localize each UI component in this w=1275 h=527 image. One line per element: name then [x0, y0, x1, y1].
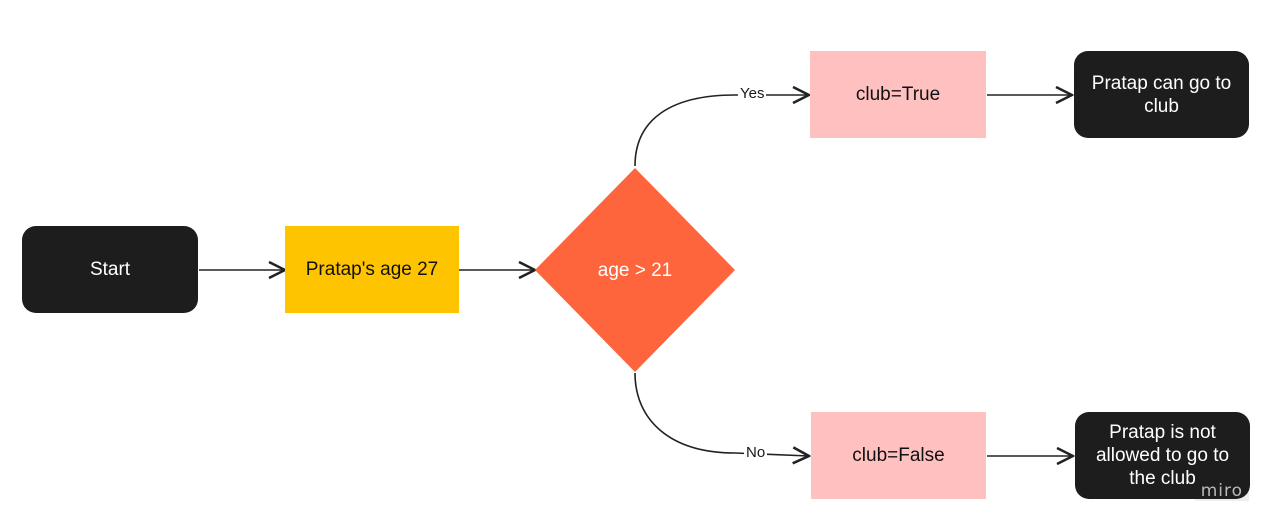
miro-watermark: miro [1194, 481, 1249, 501]
can-go-node[interactable]: Pratap can go to club [1074, 51, 1249, 138]
edge-no-to-club-false [634, 372, 809, 456]
not-allowed-node-label: Pratap is not allowed to go to the club [1095, 422, 1230, 489]
edge-yes-to-club-true [634, 95, 809, 167]
edge-label-yes: Yes [738, 85, 767, 102]
club-true-node-label: club=True [855, 84, 941, 105]
start-node[interactable]: Start [22, 226, 198, 313]
start-node-label: Start [89, 259, 131, 280]
not-allowed-node[interactable]: Pratap is not allowed to go to the club [1075, 412, 1250, 499]
club-true-node[interactable]: club=True [810, 51, 986, 138]
age-input-node[interactable]: Pratap's age 27 [285, 226, 459, 313]
decision-label: age > 21 [598, 260, 673, 281]
club-false-node-label: club=False [852, 445, 945, 466]
age-input-node-label: Pratap's age 27 [305, 259, 439, 280]
club-false-node[interactable]: club=False [811, 412, 986, 499]
can-go-node-label: Pratap can go to club [1091, 72, 1232, 117]
decision-diamond[interactable] [535, 168, 735, 372]
edge-label-no: No [744, 444, 768, 461]
